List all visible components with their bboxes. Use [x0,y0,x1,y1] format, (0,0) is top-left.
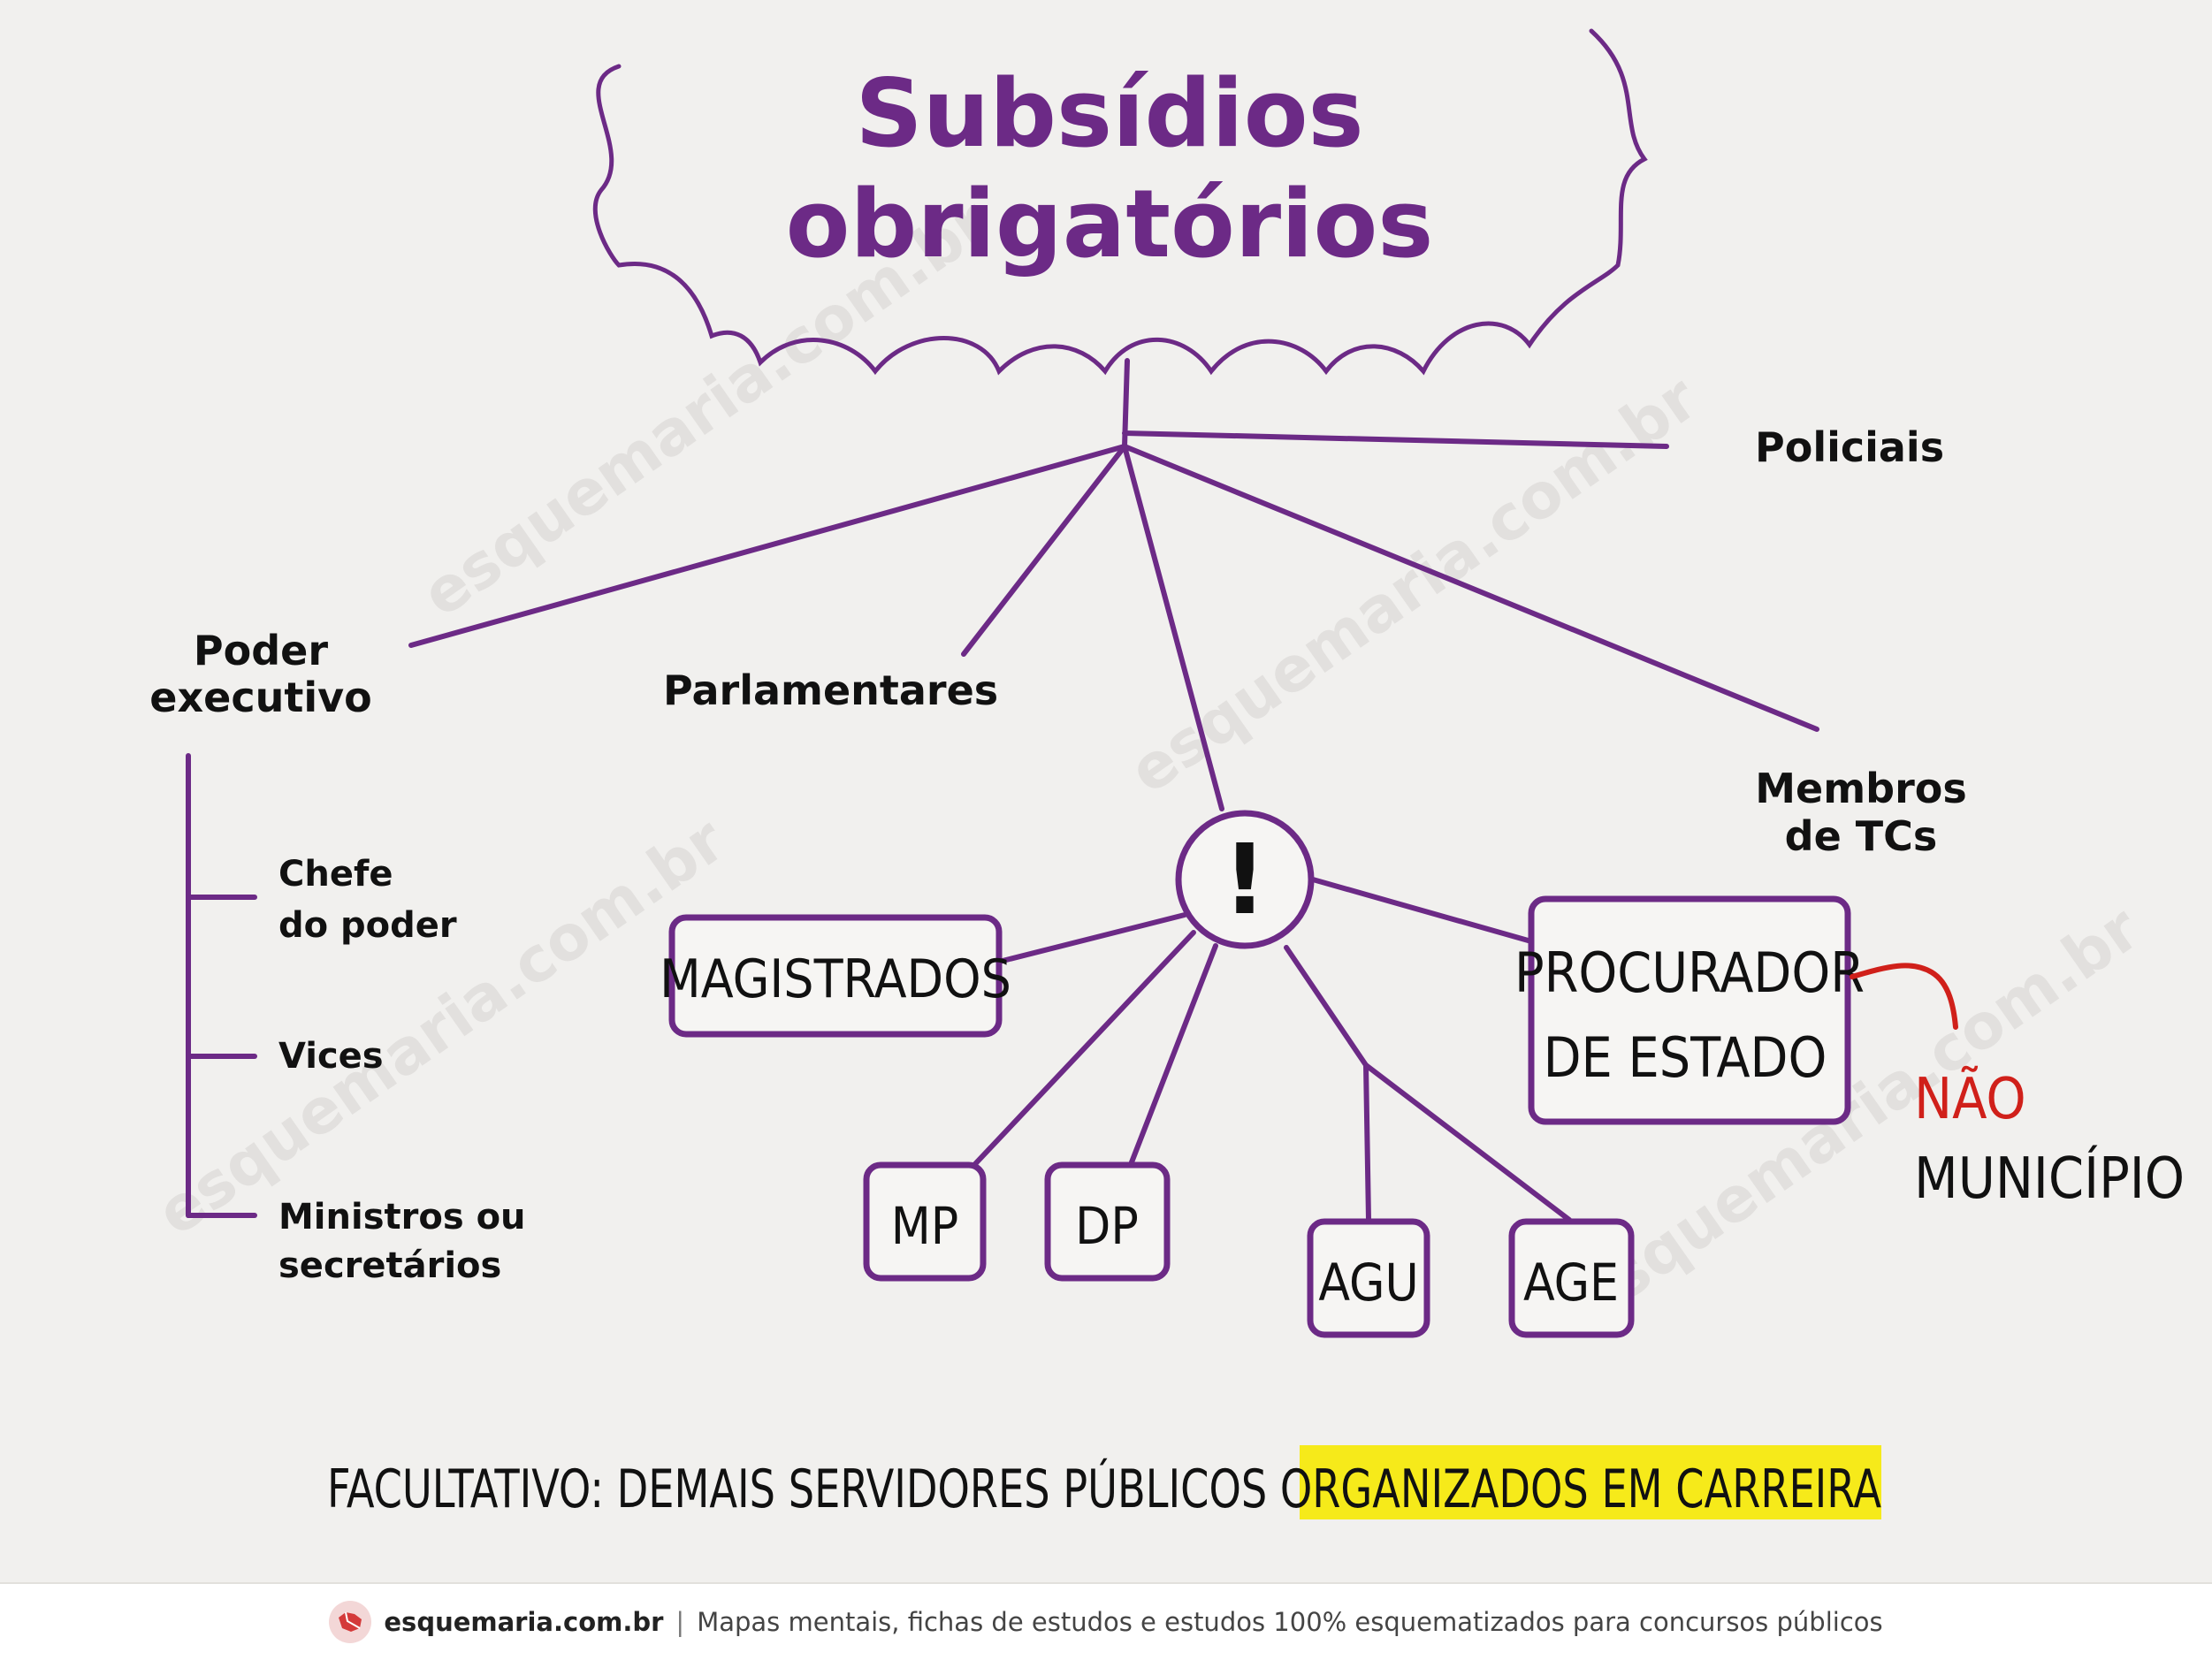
executivo-item-ministros-line2: secretários [278,1245,501,1286]
box-mp [863,1161,987,1282]
branch-policiais: Policiais [1755,423,1944,471]
box-mp-label: MP [891,1196,959,1256]
branch-membros-tcs-line2: de TCs [1785,812,1938,860]
brand-logo-icon [329,1601,372,1643]
executivo-item-ministros-line1: Ministros ou [278,1197,526,1237]
box-age-label: AGE [1523,1253,1619,1313]
executivo-item-chefe-line2: do poder [278,905,457,946]
footer-separator: | [675,1607,685,1637]
center-circle [1175,810,1315,949]
page-title-line2: obrigatórios [786,170,1434,278]
note-municipio: MUNICÍPIO [1914,1145,2185,1212]
branch-poder-executivo-line1: Poder [194,627,328,674]
box-procurador-label-line1: PROCURADOR [1514,940,1865,1005]
executivo-item-vices: Vices [278,1036,384,1077]
footer-brand-link[interactable]: esquemaria.com.br [384,1607,664,1637]
box-magistrados-label: MAGISTRADOS [660,948,1011,1010]
box-agu [1307,1218,1430,1338]
executivo-bracket [186,753,257,1218]
footer-tagline: Mapas mentais, fichas de estudos e estud… [697,1607,1883,1637]
box-dp-label: DP [1075,1196,1139,1256]
page-title-line1: Subsídios [855,59,1363,168]
box-procurador-label-line2: DE ESTADO [1544,1025,1827,1090]
branch-membros-tcs-line1: Membros [1755,765,1967,812]
branch-poder-executivo-line2: executivo [149,674,371,721]
watermark: esquemaria.com.br [144,803,738,1250]
note-nao: NÃO [1914,1066,2026,1132]
branch-parlamentares: Parlamentares [663,666,998,714]
main-connectors [408,358,1819,811]
footer: esquemaria.com.br | Mapas mentais, ficha… [0,1582,2212,1660]
box-age [1508,1218,1635,1338]
center-connectors [970,877,1572,1222]
box-procurador [1528,895,1851,1125]
box-magistrados [668,914,1003,1038]
box-dp [1044,1161,1171,1282]
red-arrow [1850,963,1958,1030]
executivo-item-chefe-line1: Chefe [278,854,393,895]
highlight-marker [1300,1445,1881,1519]
bottom-note-prefix: FACULTATIVO: DEMAIS SERVIDORES PÚBLICOS [327,1458,1280,1520]
center-symbol: ! [1223,823,1267,936]
box-agu-label: AGU [1318,1253,1418,1313]
bottom-note: FACULTATIVO: DEMAIS SERVIDORES PÚBLICOS … [327,1458,1881,1520]
title-cloud [592,28,1648,376]
bottom-note-highlight: ORGANIZADOS EM CARREIRA [1280,1458,1881,1520]
